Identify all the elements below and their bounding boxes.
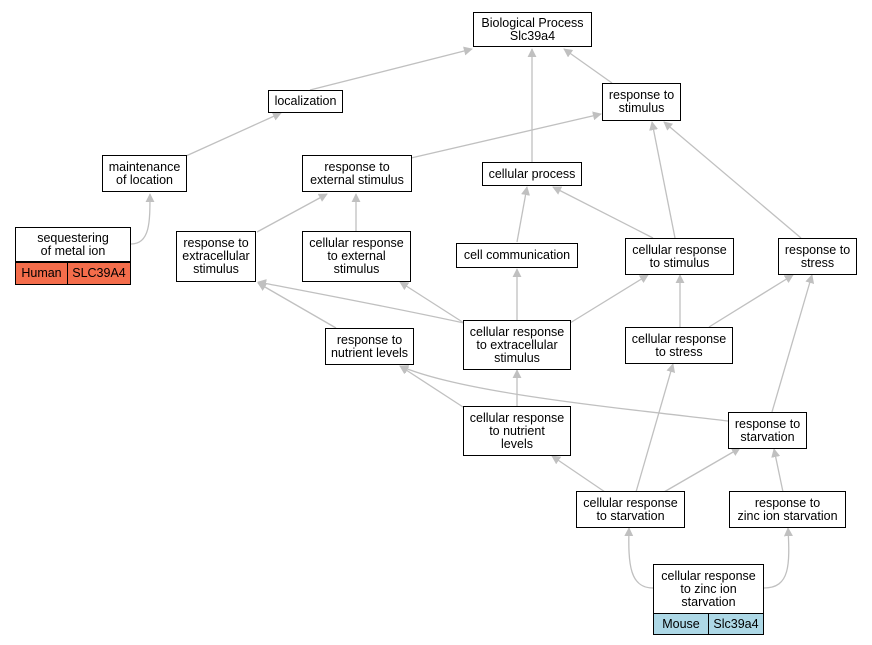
- edge-cell-resp-starvation-cell-resp-stress: [635, 363, 676, 493]
- node-biological-process[interactable]: Biological Process Slc39a4: [473, 12, 592, 47]
- node-cellular-response-to-extracellular-stimulus[interactable]: cellular response to extracellular stimu…: [463, 320, 571, 370]
- edge-resp-stress-resp-stimulus: [663, 121, 802, 239]
- node-cellular-response-to-external-stimulus[interactable]: cellular response to external stimulus: [302, 231, 411, 282]
- node-response-to-extracellular-stimulus[interactable]: response to extracellular stimulus: [176, 231, 256, 282]
- edge-cell-resp-starvation-resp-starvation: [663, 447, 741, 493]
- annotation-human-gene: SLC39A4: [67, 262, 131, 285]
- node-maintenance-of-location[interactable]: maintenance of location: [102, 155, 187, 192]
- node-cellular-response-to-stress[interactable]: cellular response to stress: [625, 327, 733, 364]
- edge-cell-resp-extracellular-cell-resp-external: [399, 281, 465, 324]
- node-response-to-nutrient-levels[interactable]: response to nutrient levels: [325, 328, 414, 365]
- edge-cell-communication-cellular-process: [516, 186, 530, 243]
- edge-cell-resp-nutrient-resp-nutrient: [399, 365, 464, 408]
- edge-cell-resp-stimulus-cellular-process: [552, 186, 654, 239]
- annotation-mouse-species: Mouse: [653, 613, 709, 635]
- node-sequestering-of-metal-ion[interactable]: sequestering of metal ion: [15, 227, 131, 262]
- edge-resp-extracellular-resp-external: [256, 193, 328, 233]
- node-response-to-stimulus[interactable]: response to stimulus: [602, 83, 681, 121]
- edge-resp-starvation-resp-stress: [771, 274, 815, 413]
- edge-cell-resp-starvation-cell-resp-nutrient: [551, 455, 606, 493]
- node-cellular-process[interactable]: cellular process: [482, 162, 582, 186]
- edge-resp-stimulus-bp: [563, 48, 613, 84]
- node-cellular-response-to-zinc-ion-starvation[interactable]: cellular response to zinc ion starvation: [653, 564, 764, 614]
- edge-cell-resp-stress-resp-stress: [708, 274, 794, 328]
- node-localization[interactable]: localization: [268, 90, 343, 113]
- node-cellular-response-to-nutrient-levels[interactable]: cellular response to nutrient levels: [463, 406, 571, 456]
- edge-sequestering-maintenance: [130, 193, 155, 245]
- annotation-human-species: Human: [15, 262, 68, 285]
- node-response-to-stress[interactable]: response to stress: [778, 238, 857, 275]
- edge-localization-bp: [309, 46, 473, 91]
- edge-resp-zinc-starvation-resp-starvation: [771, 448, 784, 493]
- edge-cell-resp-extracellular-resp-extracellular: [257, 279, 465, 324]
- edge-cell-resp-stimulus-resp-stimulus: [649, 121, 676, 239]
- node-response-to-starvation[interactable]: response to starvation: [728, 412, 807, 449]
- edge-cell-resp-extracellular-cell-resp-stimulus: [569, 274, 649, 324]
- edge-resp-nutrient-resp-extracellular: [257, 282, 337, 329]
- node-cellular-response-to-starvation[interactable]: cellular response to starvation: [576, 491, 685, 528]
- node-cellular-response-to-stimulus[interactable]: cellular response to stimulus: [625, 238, 734, 275]
- annotation-mouse-gene: Slc39a4: [708, 613, 764, 635]
- edge-cell-resp-zinc-starvation-cell-resp-starvation: [624, 527, 654, 589]
- node-response-to-zinc-ion-starvation[interactable]: response to zinc ion starvation: [729, 491, 846, 528]
- node-response-to-external-stimulus[interactable]: response to external stimulus: [302, 155, 412, 192]
- edge-cell-resp-zinc-starvation-resp-zinc-starvation: [763, 527, 793, 589]
- edge-resp-starvation-resp-nutrient: [399, 365, 729, 422]
- edge-resp-external-resp-stimulus: [410, 111, 602, 159]
- edge-maintenance-localization: [185, 112, 282, 157]
- node-cell-communication[interactable]: cell communication: [456, 243, 578, 268]
